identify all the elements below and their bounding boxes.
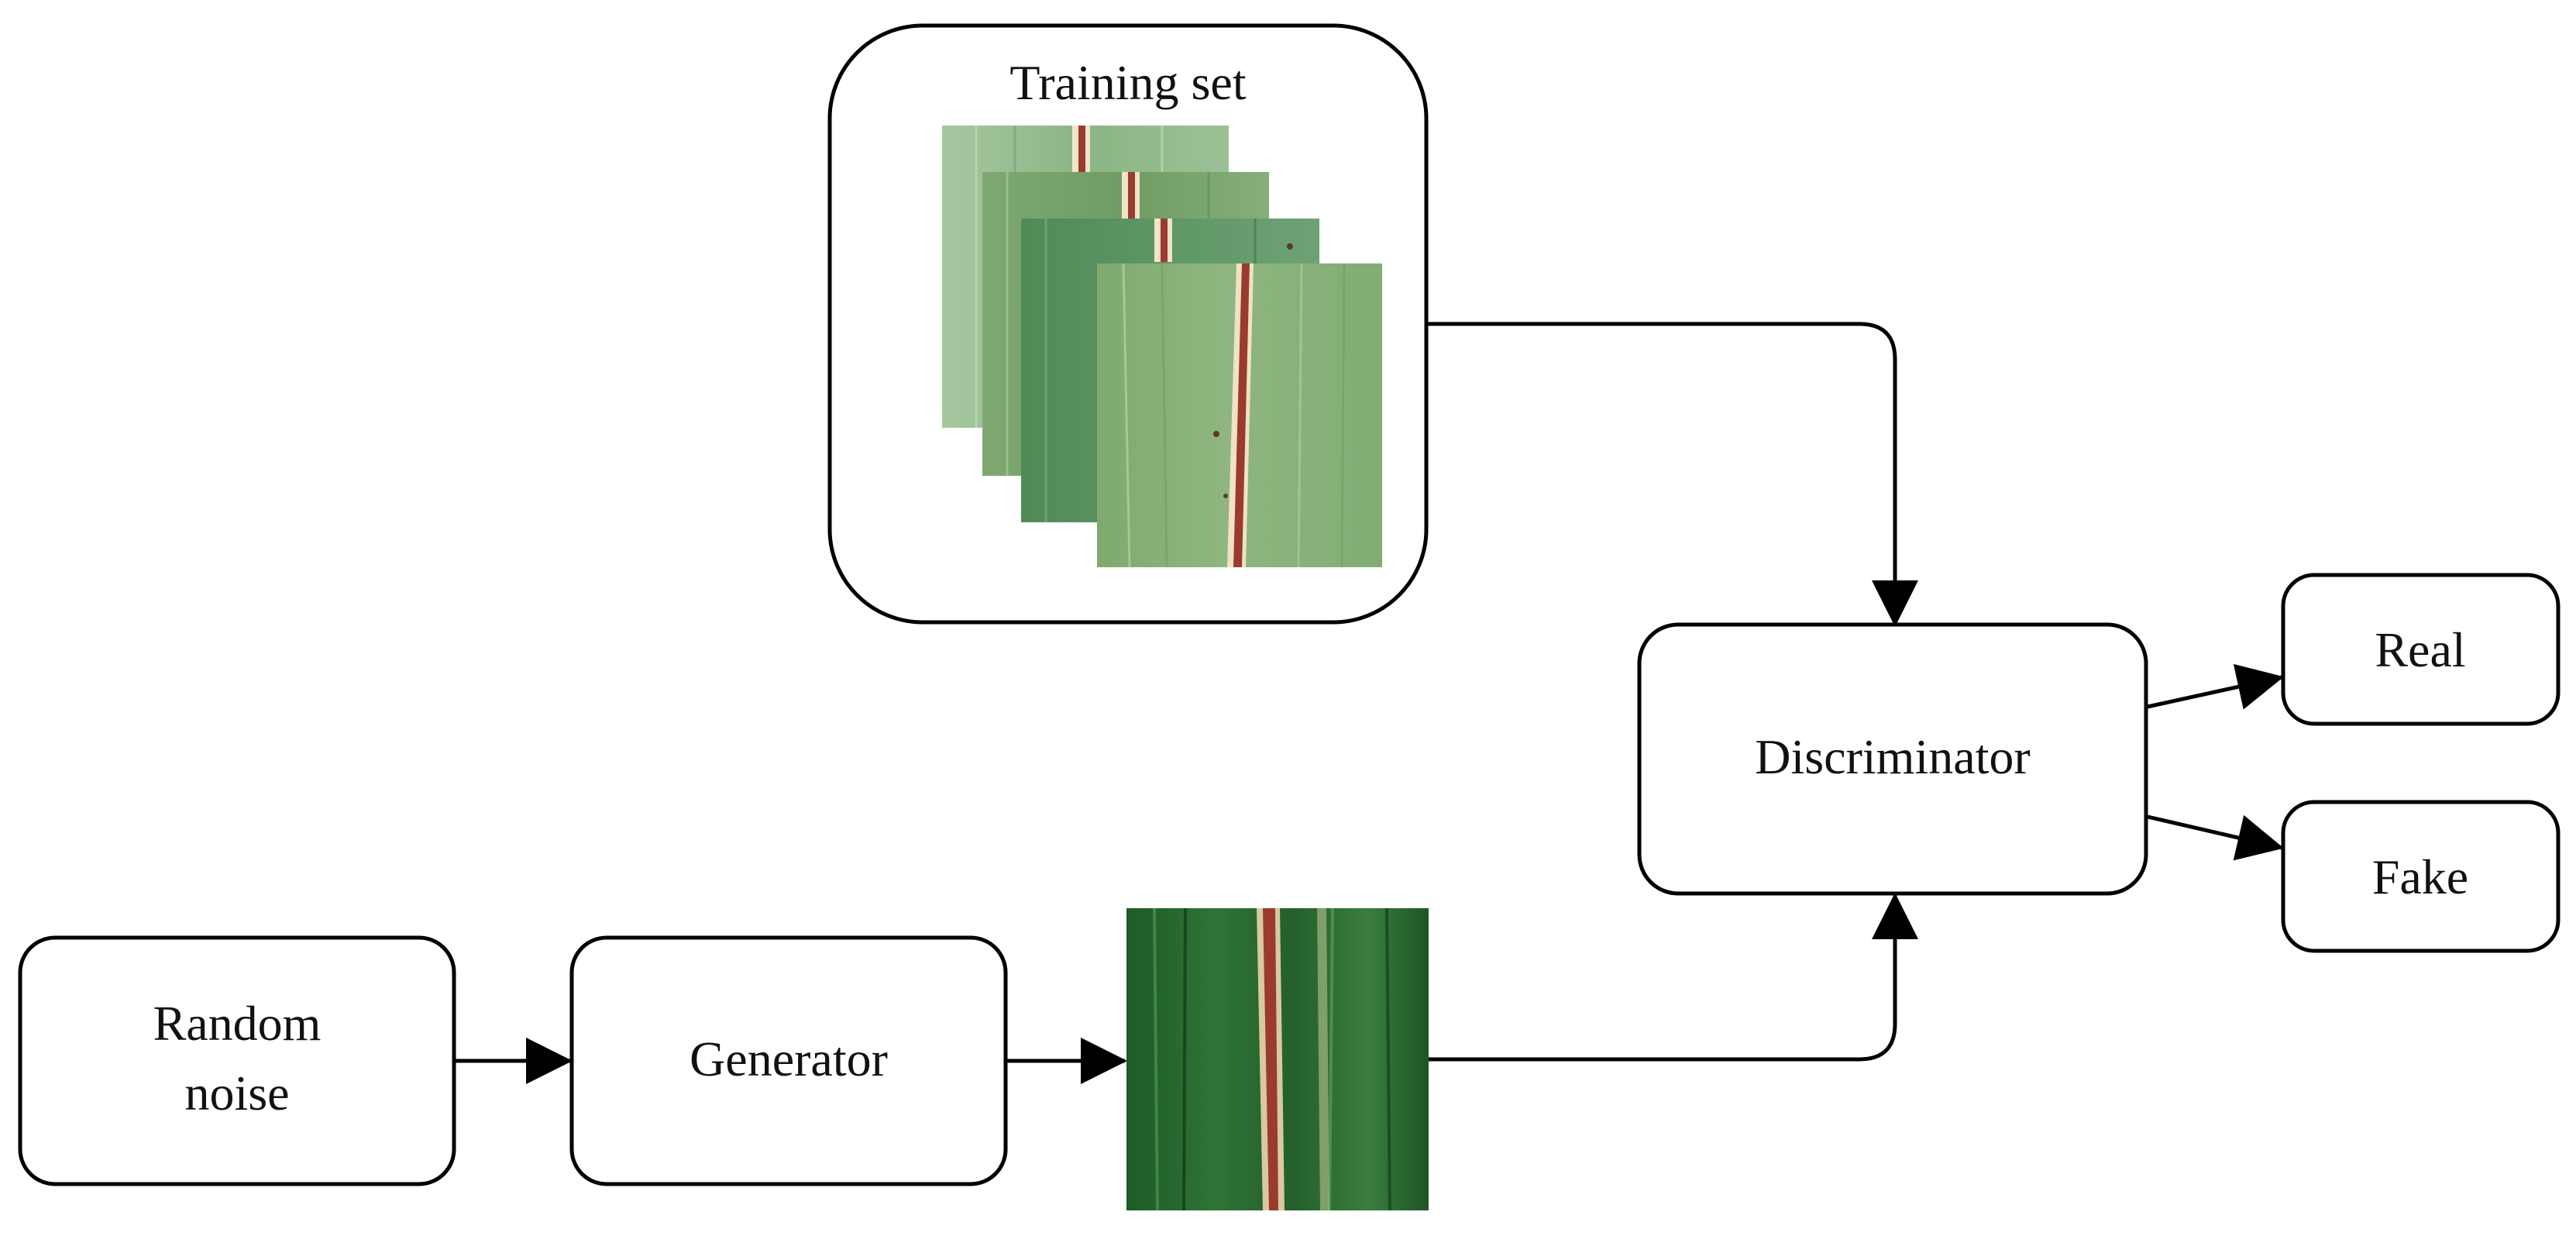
training-set-node: Training set — [827, 23, 1429, 625]
real-output-node: Real — [2281, 573, 2561, 726]
generator-label: Generator — [690, 1031, 888, 1086]
generator-node: Generator — [569, 935, 1008, 1186]
discriminator-node: Discriminator — [1637, 622, 2148, 896]
discriminator-label: Discriminator — [1755, 729, 2030, 784]
real-box — [2281, 573, 2561, 726]
fake-box — [2281, 800, 2561, 953]
training-leaf-image-4 — [1097, 263, 1382, 568]
arrow-discriminator-to-real — [2147, 663, 2284, 710]
random-noise-label-line2: noise — [184, 1066, 289, 1121]
training-set-label: Training set — [1009, 55, 1246, 110]
fake-label: Fake — [2372, 849, 2468, 904]
random-noise-box — [18, 935, 456, 1186]
fake-output-node: Fake — [2281, 800, 2561, 953]
arrow-discriminator-to-fake — [2147, 814, 2284, 861]
random-noise-node: Random noise — [18, 935, 456, 1186]
arrow-training-to-discriminator — [1428, 322, 1918, 627]
generated-leaf-image — [1126, 907, 1429, 1211]
real-label: Real — [2375, 622, 2465, 677]
arrow-generated-to-discriminator — [1429, 893, 1918, 1062]
random-noise-label-line1: Random — [153, 996, 322, 1051]
